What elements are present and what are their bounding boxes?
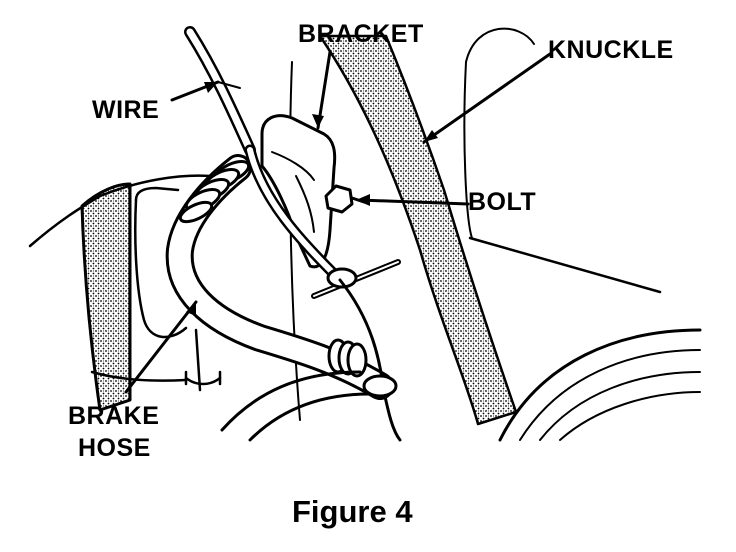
bolt (324, 184, 366, 214)
label-brake: BRAKE (68, 402, 160, 430)
knuckle-rear-arc (465, 27, 535, 63)
leader-lines (124, 50, 552, 394)
bolt-leader (358, 198, 470, 206)
arrowheads (186, 82, 438, 316)
figure-caption: Figure 4 (292, 494, 413, 529)
rotor-edge-line (468, 236, 662, 294)
label-hose: HOSE (78, 434, 151, 462)
arch-top (98, 174, 212, 198)
hose-crimp-ribs (178, 159, 251, 224)
knuckle-rear-edge (463, 61, 473, 239)
strut-body (134, 186, 180, 202)
bracket-inner-line (271, 151, 315, 181)
brake-hose-leader (124, 300, 198, 394)
fender-arch (80, 182, 132, 412)
label-wire: WIRE (92, 96, 160, 124)
knuckle (318, 34, 518, 426)
label-knuckle: KNUCKLE (548, 36, 674, 64)
hose-lower-crimp (327, 338, 368, 378)
label-bracket: BRACKET (298, 20, 424, 48)
label-bolt: BOLT (468, 188, 537, 216)
knuckle-leader (422, 52, 552, 144)
bracket (260, 114, 337, 269)
rotor (498, 328, 702, 442)
bracket-slot (295, 175, 315, 233)
